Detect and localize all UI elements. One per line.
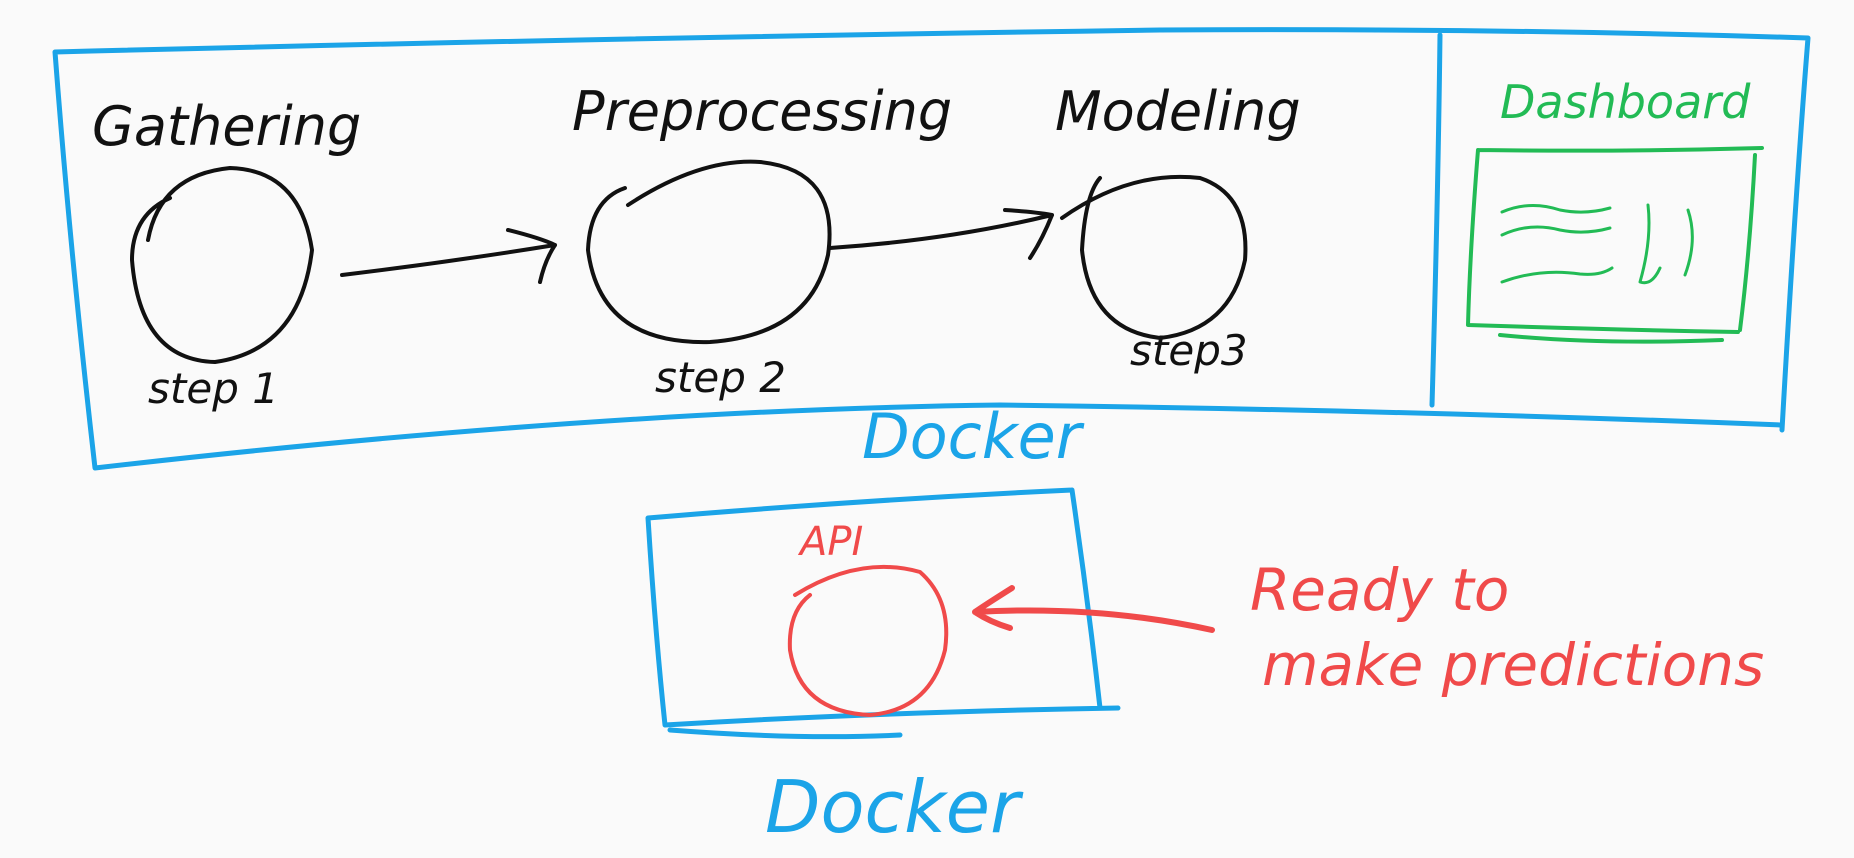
stage-node-circle — [1060, 174, 1248, 340]
dashboard-panel: Dashboard — [1466, 75, 1764, 344]
stage-gathering: Gathering step 1 — [92, 95, 361, 413]
flow-arrow-1 — [340, 228, 557, 284]
stage-node-circle — [130, 166, 314, 364]
stage-preprocessing: Preprocessing step 2 — [572, 80, 952, 402]
stage-title: Preprocessing — [572, 80, 952, 143]
stage-step-label: step 2 — [655, 353, 786, 402]
pipeline-docker-label: Docker — [862, 400, 1085, 473]
stage-modeling: Modeling step3 — [1055, 80, 1301, 375]
note-line-1: Ready to — [1250, 556, 1509, 624]
dashboard-chart-lines — [1500, 203, 1694, 285]
flow-arrow-2 — [828, 208, 1054, 260]
dashboard-title: Dashboard — [1500, 75, 1751, 129]
stage-node-circle — [586, 159, 832, 345]
stage-title: Gathering — [92, 95, 361, 158]
pipeline-docker-container: Docker — [52, 27, 1811, 473]
stage-step-label: step3 — [1130, 326, 1248, 375]
api-node-circle — [787, 565, 949, 717]
api-docker-label: Docker — [765, 765, 1024, 849]
api-node: API — [787, 519, 949, 717]
pipeline-docker-box — [52, 27, 1811, 471]
api-annotation-arrow — [972, 585, 1215, 633]
stage-step-label: step 1 — [148, 364, 279, 413]
api-title: API — [797, 519, 863, 565]
dashboard-screen-frame — [1466, 146, 1764, 344]
note-line-2: make predictions — [1262, 631, 1764, 699]
api-docker-container: Docker — [645, 487, 1121, 849]
api-annotation-note: Ready to make predictions — [1250, 556, 1764, 699]
stage-title: Modeling — [1055, 80, 1301, 143]
